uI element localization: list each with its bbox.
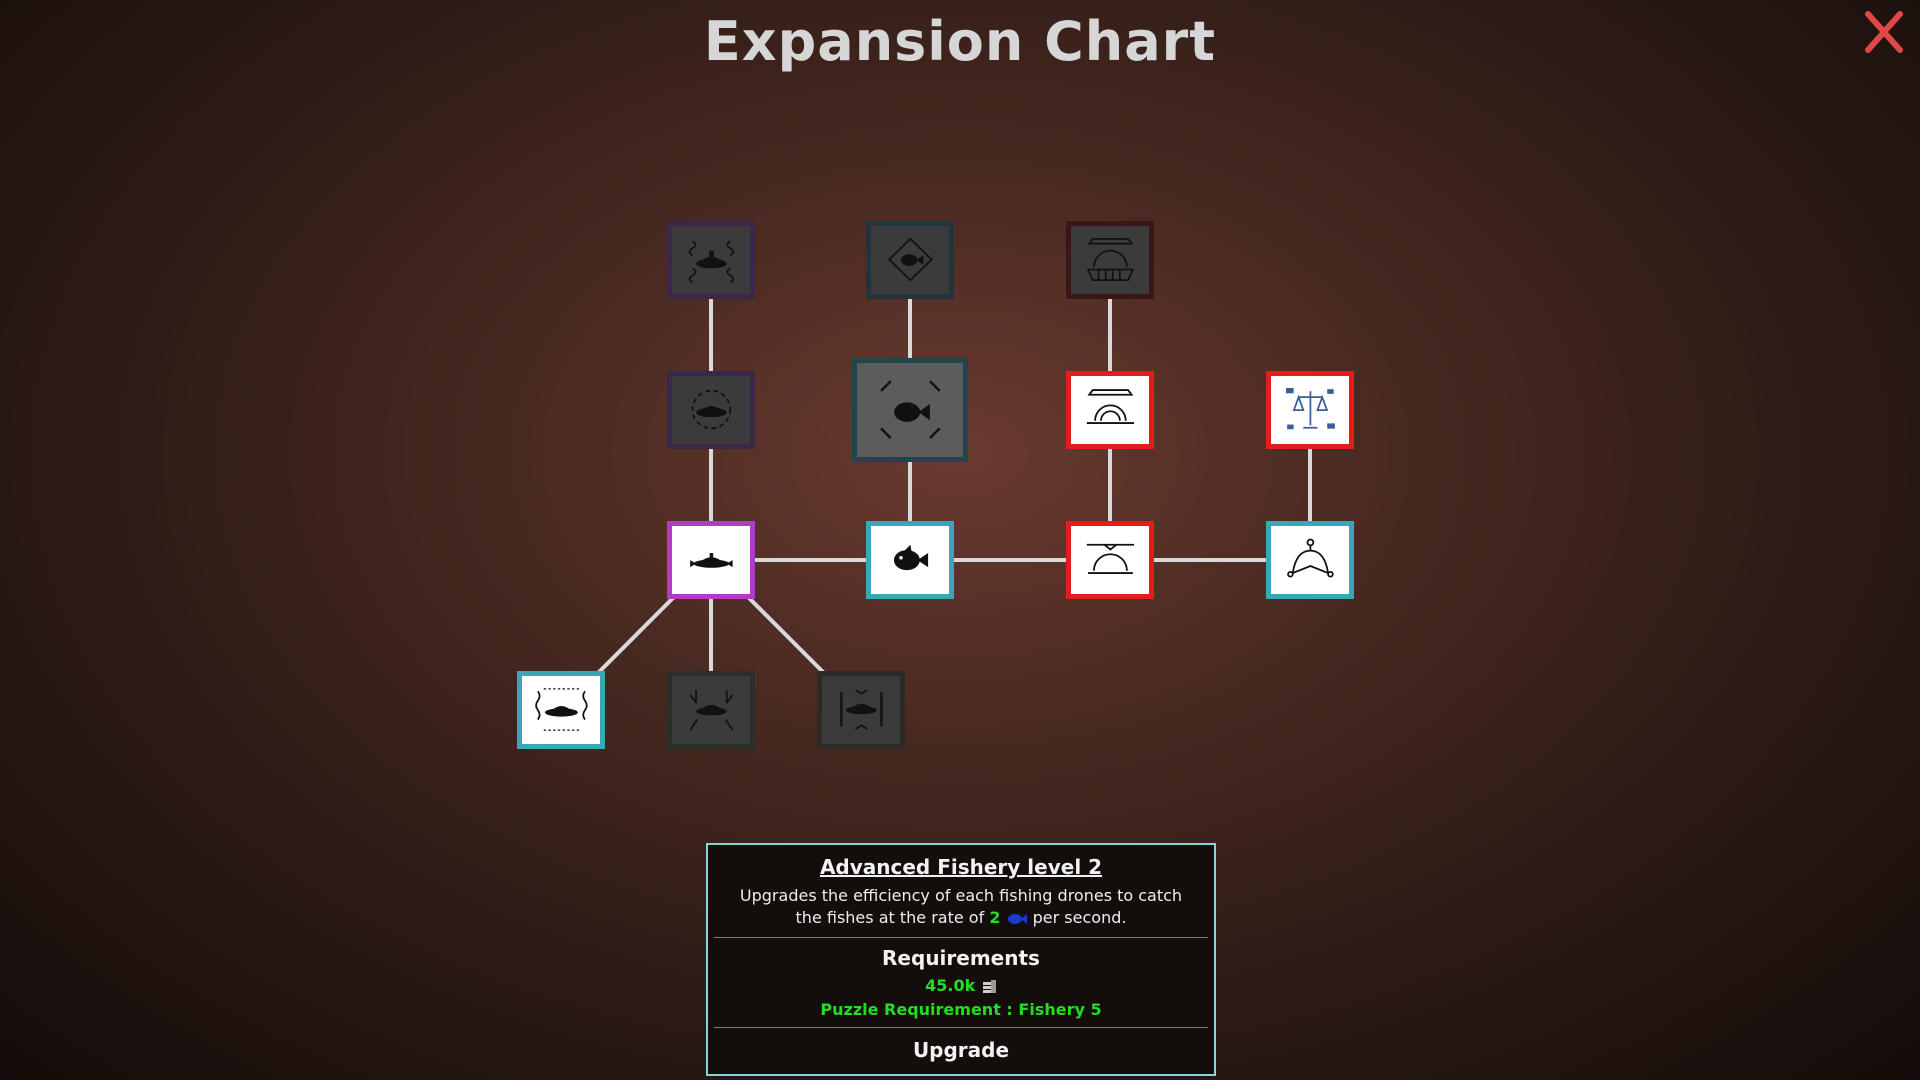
submarine-icon <box>689 553 733 569</box>
node-dome-grill-top[interactable] <box>1066 221 1154 299</box>
rate-value: 2 <box>989 908 1001 927</box>
fish-frame-icon <box>879 380 941 440</box>
node-sub-gear-mid[interactable] <box>667 371 755 449</box>
node-sub-waves[interactable] <box>517 671 605 749</box>
sub-waves-icon <box>534 688 588 732</box>
page-title: Expansion Chart <box>703 10 1217 73</box>
divider <box>714 937 1208 938</box>
node-dome-main[interactable] <box>1066 521 1154 599</box>
puzzle-requirement: Puzzle Requirement : Fishery 5 <box>820 999 1102 1019</box>
node-fish-frame-mid[interactable] <box>852 358 968 462</box>
sub-coral-icon <box>689 690 733 732</box>
blue-fish-icon <box>1007 913 1027 924</box>
sub-gear-icon <box>691 390 731 430</box>
dome-grill-icon <box>1086 238 1134 282</box>
desc-text: Upgrades the efficiency of each fishing … <box>739 886 1183 927</box>
scales-icon <box>1285 388 1335 430</box>
close-icon <box>1865 11 1903 53</box>
fish-icon <box>893 545 928 571</box>
upgrade-description: Upgrades the efficiency of each fishing … <box>726 885 1196 929</box>
desc-suffix: per second. <box>1032 908 1127 927</box>
upgrade-info-panel: Advanced Fishery level 2 Upgrades the ef… <box>706 843 1216 1076</box>
node-dome-sensor-mid[interactable] <box>1066 371 1154 449</box>
coin-stack-icon <box>982 979 996 993</box>
node-fish-main[interactable] <box>866 521 954 599</box>
divider <box>714 1026 1208 1028</box>
node-sub-coral[interactable] <box>667 671 755 749</box>
cost-value: 45.0k <box>925 976 976 995</box>
sub-bars-icon <box>839 689 883 731</box>
node-sub-ornate-top[interactable] <box>667 221 755 299</box>
fish-diamond-icon <box>887 238 933 282</box>
requirements-label: Requirements <box>882 946 1040 970</box>
upgrade-button[interactable]: Upgrade <box>912 1037 1010 1062</box>
sub-ornate-icon <box>688 240 734 284</box>
upgrade-heading: Advanced Fishery level 2 <box>819 855 1103 879</box>
close-button[interactable] <box>1860 8 1908 56</box>
dome-sensor-icon <box>1086 389 1134 425</box>
node-scales[interactable] <box>1266 371 1354 449</box>
dome-icon <box>1086 544 1134 575</box>
node-fish-diamond-top[interactable] <box>866 221 954 299</box>
node-network-dome[interactable] <box>1266 521 1354 599</box>
node-submarine-main[interactable] <box>667 521 755 599</box>
cost-requirement: 45.0k <box>708 976 1214 996</box>
node-sub-bars[interactable] <box>817 671 905 749</box>
network-dome-icon <box>1286 539 1334 578</box>
